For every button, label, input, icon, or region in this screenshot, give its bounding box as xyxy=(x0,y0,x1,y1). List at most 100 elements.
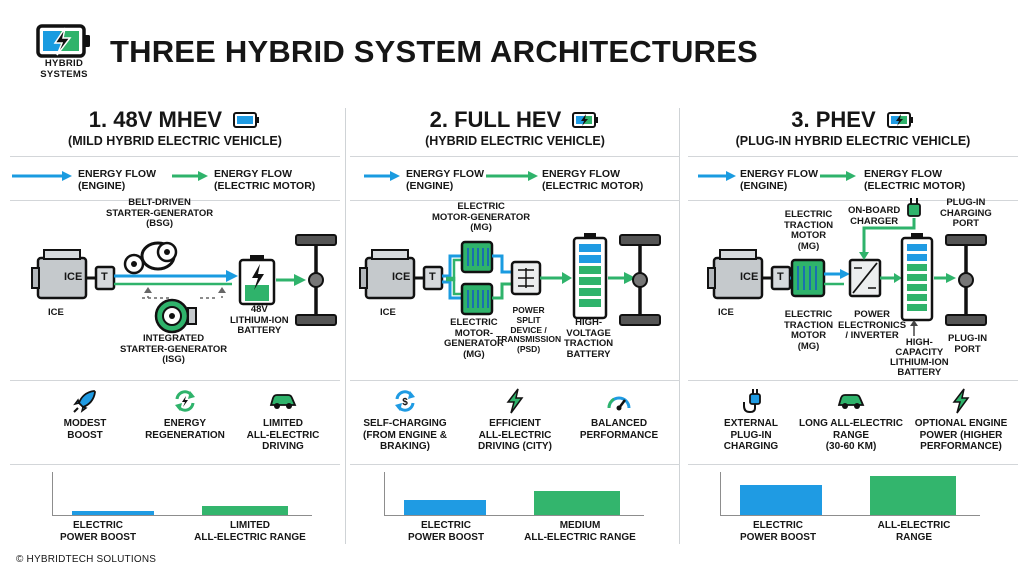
divider xyxy=(350,464,680,465)
feature-external-charging: EXTERNAL PLUG-IN CHARGING xyxy=(696,388,806,453)
ice-label: ICE xyxy=(740,271,759,283)
column-divider xyxy=(679,108,680,544)
motor-generator-bottom-icon xyxy=(460,282,494,316)
column-title-text: 2. FULL HEV xyxy=(429,107,562,133)
divider xyxy=(10,464,340,465)
column-title: 2. FULL HEV xyxy=(350,106,680,133)
bsg-label: BELT-DRIVEN STARTER-GENERATOR (BSG) xyxy=(106,197,214,229)
battery-hybrid-icon xyxy=(572,112,599,129)
footer-copyright: © HYBRIDTECH SOLUTIONS xyxy=(16,554,157,565)
motor-bottom-label: ELECTRIC TRACTION MOTOR (MG) xyxy=(784,309,834,352)
power-electronics-inverter-icon xyxy=(848,258,882,298)
divider xyxy=(350,380,680,381)
feature-modest-boost: MODEST BOOST xyxy=(30,388,140,441)
feature-balanced-performance: BALANCED PERFORMANCE xyxy=(564,388,674,441)
page-header: HYBRID SYSTEMS THREE HYBRID SYSTEM ARCHI… xyxy=(0,0,1024,96)
column-full-hev: 2. FULL HEV (HYBRID ELECTRIC VEHICLE) EN… xyxy=(350,100,680,548)
mhev-bar-chart xyxy=(52,472,312,516)
battery-label: HIGH- CAPACITY LITHIUM-ION BATTERY xyxy=(890,337,949,378)
divider xyxy=(350,200,680,201)
transmission-label: T xyxy=(777,271,784,283)
feature-label: EXTERNAL PLUG-IN CHARGING xyxy=(723,418,779,452)
lightning-icon xyxy=(506,388,524,414)
logo-line-2: SYSTEMS xyxy=(40,69,88,80)
energy-flow-legend: ENERGY FLOW (ENGINE) ENERGY FLOW (ELECTR… xyxy=(10,168,340,198)
legend-engine-label: ENERGY FLOW (ENGINE) xyxy=(406,168,484,192)
battery-label: 48V LITHIUM-ION BATTERY xyxy=(230,304,289,336)
divider xyxy=(688,156,1018,157)
feature-label: LIMITED ALL-ELECTRIC DRIVING xyxy=(246,418,320,452)
full-hev-diagram: ICE T ICE ELECTRIC MOTOR-GENERATOR (MG) … xyxy=(350,198,680,380)
column-title-text: 3. PHEV xyxy=(791,107,876,133)
power-electronics-label: POWER ELECTRONICS / INVERTER xyxy=(838,309,907,341)
chart-y-axis xyxy=(384,472,385,516)
chart-label-electric-range: LIMITED ALL-ELECTRIC RANGE xyxy=(194,520,306,543)
column-subtitle: (PLUG-IN HYBRID ELECTRIC VEHICLE) xyxy=(735,134,971,148)
plug-icon xyxy=(907,198,921,217)
integrated-starter-generator-icon xyxy=(154,298,197,334)
isg-label: INTEGRATED STARTER-GENERATOR (ISG) xyxy=(120,333,228,365)
ice-caption: ICE xyxy=(718,307,734,318)
rocket-icon xyxy=(73,390,96,413)
lightning-icon xyxy=(952,388,970,414)
motor-top-label: ELECTRIC TRACTION MOTOR (MG) xyxy=(784,209,834,252)
legend-arrows xyxy=(698,171,856,181)
mhev-diagram: ICE T ICE BELT-DRIVEN STARTER-GENERATOR … xyxy=(10,197,340,380)
column-title: 3. PHEV xyxy=(688,106,1018,133)
bar-electric-range xyxy=(870,476,956,515)
feature-self-charging: $ SELF-CHARGING (FROM ENGINE & BRAKING) xyxy=(350,388,460,453)
logo-line-1: HYBRID xyxy=(44,58,84,69)
column-phev: 3. PHEV (PLUG-IN HYBRID ELECTRIC VEHICLE… xyxy=(688,100,1018,548)
ice-engine-icon xyxy=(707,249,764,300)
legend-motor-label: ENERGY FLOW (ELECTRIC MOTOR) xyxy=(214,168,316,192)
legend-arrows xyxy=(364,171,538,181)
mhev-diagram-svg xyxy=(31,234,337,334)
column-title: 1. 48V MHEV xyxy=(10,106,340,133)
car-icon xyxy=(837,394,865,409)
chart-label-power-boost: ELECTRIC POWER BOOST xyxy=(739,520,817,543)
energy-flow-legend: ENERGY FLOW (ENGINE) ENERGY FLOW (ELECTR… xyxy=(688,168,1018,198)
legend-motor-label: ENERGY FLOW (ELECTRIC MOTOR) xyxy=(542,168,644,192)
divider xyxy=(10,200,340,201)
power-split-device-icon xyxy=(510,260,542,296)
full-hev-diagram-svg xyxy=(359,233,661,326)
traction-motor-icon xyxy=(790,258,826,298)
divider xyxy=(688,380,1018,381)
charging-port-label: PLUG-IN CHARGING PORT xyxy=(940,197,992,229)
motor-generator-top-icon xyxy=(460,240,494,274)
legend-motor-label: ENERGY FLOW (ELECTRIC MOTOR) xyxy=(864,168,966,192)
bar-power-boost xyxy=(740,485,822,515)
chart-x-axis xyxy=(52,515,312,516)
logo-text: HYBRID SYSTEMS xyxy=(28,58,100,80)
feature-label: LONG ALL-ELECTRIC RANGE (30-60 KM) xyxy=(798,418,904,452)
column-title-text: 1. 48V MHEV xyxy=(88,107,223,133)
feature-long-range: LONG ALL-ELECTRIC RANGE (30-60 KM) xyxy=(796,388,906,453)
chart-label-power-boost: ELECTRIC POWER BOOST xyxy=(407,520,485,543)
legend-arrows xyxy=(12,171,208,181)
battery-hybrid-icon xyxy=(886,112,913,129)
axle-wheels-icon xyxy=(945,234,987,326)
plug-port-label: PLUG-IN PORT xyxy=(948,333,988,355)
feature-label: ENERGY REGENERATION xyxy=(145,418,225,441)
ice-caption: ICE xyxy=(48,307,64,318)
recycle-icon xyxy=(175,390,195,412)
divider xyxy=(350,156,680,157)
ice-label: ICE xyxy=(392,271,411,283)
car-icon xyxy=(269,394,297,409)
feature-efficient-driving: EFFICIENT ALL-ELECTRIC DRIVING (CITY) xyxy=(460,388,570,453)
mg-bottom-label: ELECTRIC MOTOR- GENERATOR (MG) xyxy=(444,317,504,360)
divider xyxy=(10,156,340,157)
bar-power-boost xyxy=(404,500,486,515)
divider xyxy=(688,200,1018,201)
legend-engine-label: ENERGY FLOW (ENGINE) xyxy=(740,168,818,192)
charger-label: ON-BOARD CHARGER xyxy=(848,205,901,227)
transmission-label: T xyxy=(101,271,108,283)
battery-label: HIGH- VOLTAGE TRACTION BATTERY xyxy=(564,317,614,360)
feature-optional-engine-power: OPTIONAL ENGINE POWER (HIGHER PERFORMANC… xyxy=(906,388,1016,453)
energy-flow-legend: ENERGY FLOW (ENGINE) ENERGY FLOW (ELECTR… xyxy=(350,168,680,198)
ice-caption: ICE xyxy=(380,307,396,318)
mg-top-label: ELECTRIC MOTOR-GENERATOR (MG) xyxy=(432,201,531,233)
traction-battery-icon xyxy=(572,233,608,320)
page-title: THREE HYBRID SYSTEM ARCHITECTURES xyxy=(110,34,758,69)
legend-engine-label: ENERGY FLOW (ENGINE) xyxy=(78,168,156,192)
